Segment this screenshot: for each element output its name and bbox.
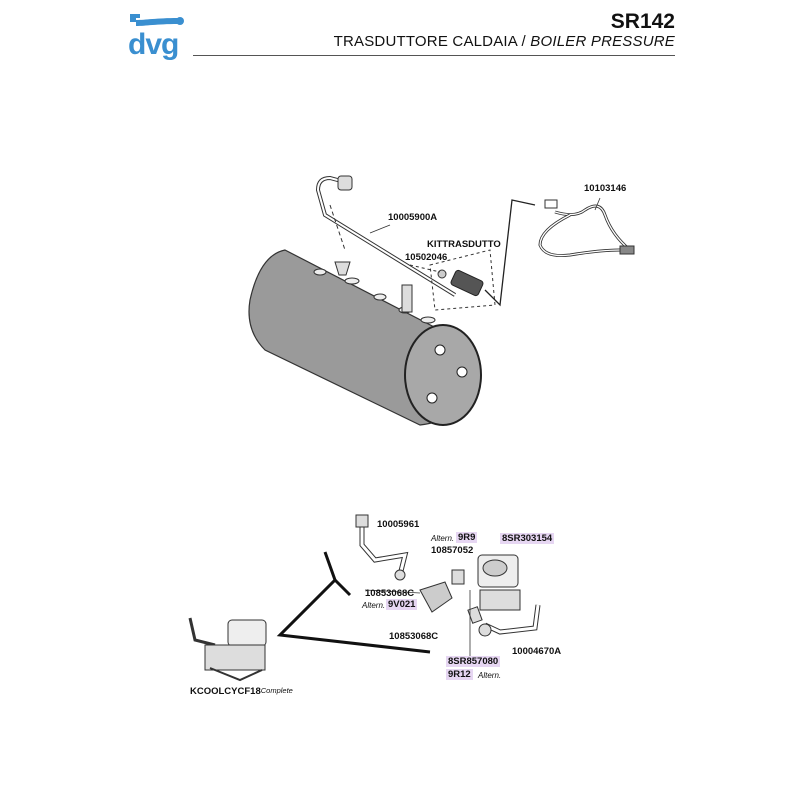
label-kit: KITTRASDUTTO	[427, 239, 501, 250]
label-pipe-a: 10005961	[377, 519, 420, 530]
exploded-view-arrow	[276, 551, 431, 654]
pipe-10005961	[355, 514, 409, 581]
elbow-9v021	[419, 581, 453, 613]
label-pipe: 10005900A	[388, 212, 438, 223]
label-assembly: KCOOLCYCF18 Complete	[190, 686, 293, 697]
complete-assembly-kcoolcycf18	[188, 617, 267, 682]
cable-10103146	[538, 197, 635, 257]
label-fitting-b: 10853068C	[365, 588, 415, 599]
fitting-10857052	[451, 569, 465, 585]
alt-note-9r9: Altern.	[431, 534, 455, 543]
label-9r12: 9R12	[446, 669, 473, 680]
label-gasket: 10502046	[405, 252, 448, 263]
label-9v021: 9V021	[386, 599, 418, 610]
label-fitting-a: 10857052	[431, 545, 474, 556]
pressure-transducer	[409, 249, 496, 311]
label-pipe-b: 10004670A	[512, 646, 562, 657]
brand-logo-text: dvg	[128, 28, 179, 61]
solenoid-valve	[477, 554, 521, 611]
alt-note-9v021: Altern.	[362, 601, 386, 610]
boiler-tank	[248, 249, 482, 426]
alt-note-9r12: Altern.	[478, 671, 502, 680]
assembly-code: KCOOLCYCF18	[190, 686, 261, 697]
title-english: BOILER PRESSURE	[530, 33, 675, 50]
label-valve-b: 8SR857080	[446, 656, 501, 667]
title-italian: TRASDUTTORE CALDAIA /	[333, 33, 526, 50]
transducer-signal-line	[484, 199, 536, 307]
label-cable: 10103146	[584, 183, 627, 194]
header-rule	[193, 55, 675, 56]
diagram-title: TRASDUTTORE CALDAIA / BOILER PRESSURE	[334, 33, 675, 50]
dvg-logo-mark	[130, 14, 184, 26]
assembly-note: Complete	[260, 686, 293, 695]
label-valve: 8SR303154	[500, 533, 555, 544]
diagram-code: SR142	[610, 10, 675, 33]
label-9r9: 9R9	[456, 532, 478, 543]
label-fitting-c: 10853068C	[389, 631, 439, 642]
